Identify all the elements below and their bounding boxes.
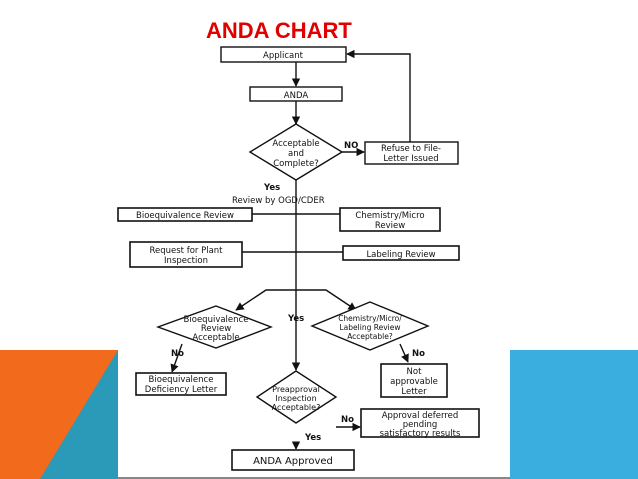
- applicant-box: Applicant: [220, 46, 347, 63]
- anda-box: ANDA: [249, 86, 343, 102]
- svg-text:approvable: approvable: [390, 377, 438, 387]
- refuse-to-file-box: Refuse to File- Letter Issued: [364, 141, 459, 165]
- svg-text:Request for Plant: Request for Plant: [149, 246, 223, 256]
- svg-text:Inspection: Inspection: [164, 256, 208, 266]
- edges: [170, 49, 411, 450]
- svg-text:Not: Not: [407, 367, 423, 377]
- acceptable-complete-diamond: Acceptable and Complete?: [248, 123, 344, 181]
- svg-text:Letter: Letter: [401, 387, 427, 397]
- svg-text:Labeling Review: Labeling Review: [366, 250, 435, 260]
- svg-text:Review: Review: [375, 221, 405, 231]
- approval-deferred-box: Approval deferred pending satisfactory r…: [360, 408, 480, 439]
- bio-deficiency-letter-box: Bioequivalence Deficiency Letter: [135, 372, 227, 396]
- svg-text:Letter Issued: Letter Issued: [383, 154, 438, 164]
- svg-text:Inspection: Inspection: [275, 394, 316, 403]
- svg-text:Applicant: Applicant: [263, 51, 304, 61]
- svg-text:Complete?: Complete?: [273, 159, 318, 169]
- svg-text:Bioequivalence Review: Bioequivalence Review: [136, 211, 234, 221]
- review-by-label: Review by OGD/CDER: [232, 196, 325, 206]
- labeling-review-box: Labeling Review: [342, 245, 460, 261]
- chemistry-micro-review-box: Chemistry/Micro Review: [339, 207, 441, 232]
- svg-text:ANDA Approved: ANDA Approved: [253, 456, 333, 467]
- svg-text:and: and: [288, 149, 304, 159]
- svg-text:Bioequivalence: Bioequivalence: [184, 315, 249, 325]
- svg-text:Labeling Review: Labeling Review: [340, 323, 401, 332]
- svg-text:Review: Review: [201, 324, 231, 334]
- bio-acceptable-diamond: Bioequivalence Review Acceptable: [155, 305, 273, 349]
- bioequivalence-review-box: Bioequivalence Review: [117, 207, 253, 222]
- svg-text:Refuse to File-: Refuse to File-: [381, 144, 441, 154]
- svg-text:Acceptable: Acceptable: [192, 333, 239, 343]
- svg-text:Acceptable?: Acceptable?: [347, 332, 393, 341]
- chart-title: ANDA CHART: [206, 18, 352, 43]
- edge-label-no-chem: No: [412, 349, 425, 359]
- not-approvable-letter-box: Not approvable Letter: [380, 363, 448, 398]
- teal-triangle-decoration: [40, 350, 118, 479]
- svg-text:Preapproval: Preapproval: [272, 385, 320, 394]
- anda-approved-box: ANDA Approved: [231, 449, 355, 471]
- svg-text:Acceptable: Acceptable: [272, 139, 319, 149]
- svg-text:Deficiency Letter: Deficiency Letter: [145, 385, 218, 395]
- edge-label-yes-center: Yes: [287, 314, 304, 324]
- preapproval-diamond: Preapproval Inspection Acceptable?: [255, 370, 338, 424]
- svg-text:Chemistry/Micro: Chemistry/Micro: [355, 211, 424, 221]
- svg-text:Bioequivalence: Bioequivalence: [149, 375, 214, 385]
- edge-label-no-preapproval: No: [341, 415, 354, 425]
- plant-inspection-box: Request for Plant Inspection: [129, 241, 243, 268]
- edge-label-no: NO: [344, 141, 358, 151]
- svg-text:Acceptable?: Acceptable?: [272, 403, 321, 412]
- edge-label-yes-approved: Yes: [304, 433, 321, 443]
- edge-label-no-bio: No: [171, 349, 184, 359]
- svg-text:satisfactory results: satisfactory results: [380, 429, 461, 439]
- chem-labeling-acceptable-diamond: Chemistry/Micro/ Labeling Review Accepta…: [310, 301, 430, 351]
- svg-text:Approval deferred: Approval deferred: [382, 411, 459, 421]
- svg-text:Chemistry/Micro/: Chemistry/Micro/: [338, 314, 402, 323]
- blue-corner-block: [510, 350, 638, 479]
- svg-text:pending: pending: [403, 420, 438, 430]
- edge-label-yes: Yes: [263, 183, 280, 193]
- svg-text:ANDA: ANDA: [284, 91, 309, 101]
